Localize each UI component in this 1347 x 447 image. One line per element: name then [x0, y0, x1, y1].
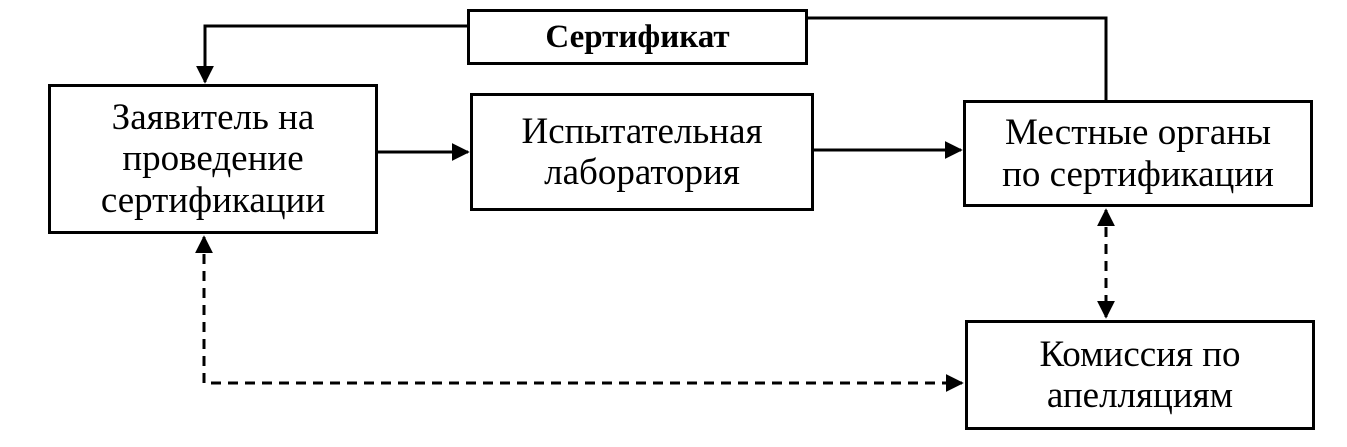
applicant-box: Заявитель на проведение сертификации — [48, 84, 378, 234]
certificate-return-arrow — [808, 16, 1108, 100]
certificate-to-applicant-arrow — [196, 24, 467, 84]
certificate-box: Сертификат — [467, 9, 808, 65]
applicant-appeal-dashed-arrow — [195, 235, 964, 392]
testing-lab-box: Испытательная лаборатория — [470, 93, 814, 211]
local-certification-bodies-box: Местные органы по сертификации — [963, 100, 1313, 207]
appeals-commission-box: Комиссия по апелляциям — [965, 320, 1315, 430]
